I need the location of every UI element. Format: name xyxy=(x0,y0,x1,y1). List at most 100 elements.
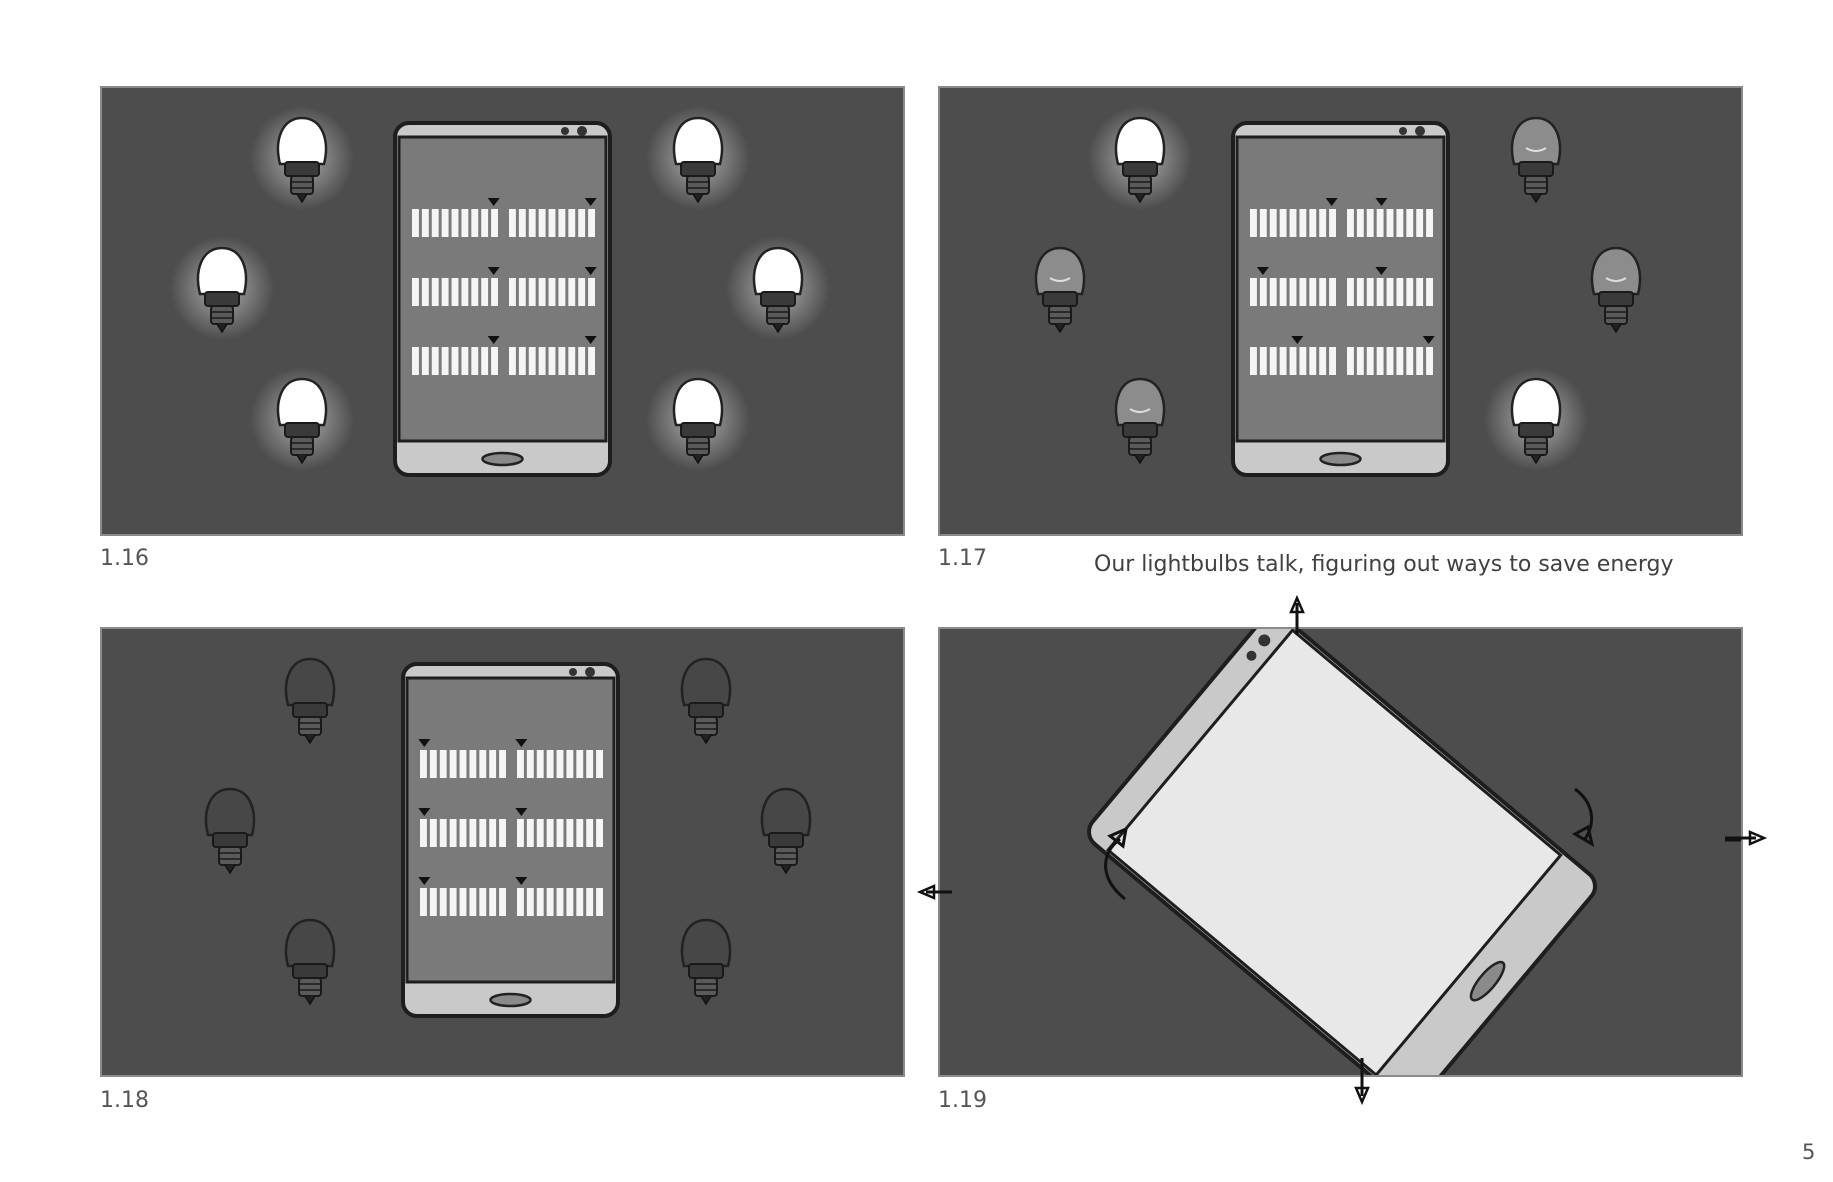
slider-segment xyxy=(1396,347,1404,375)
slider-segment xyxy=(469,888,477,916)
camera xyxy=(561,127,569,135)
slider-segment xyxy=(1376,347,1384,375)
slider-segment xyxy=(421,209,429,237)
light-slider xyxy=(412,267,500,306)
slider-segment xyxy=(1366,209,1374,237)
slider-segment xyxy=(441,209,449,237)
slider-segment xyxy=(459,819,467,847)
light-slider xyxy=(412,198,500,237)
slider-marker xyxy=(487,267,500,275)
slider-segment xyxy=(1396,278,1404,306)
slider-segment xyxy=(431,209,439,237)
slider-segment xyxy=(509,347,516,375)
storyboard-panel-1-19 xyxy=(938,627,1743,1077)
slider-segment xyxy=(518,347,526,375)
slider-segment xyxy=(420,819,427,847)
slider-segment xyxy=(1347,347,1354,375)
light-slider xyxy=(418,739,506,778)
slider-segment xyxy=(546,819,554,847)
panel-label-1-17: 1.17 xyxy=(938,546,987,571)
light-slider xyxy=(1347,267,1433,306)
home-button xyxy=(1469,960,1506,1002)
slider-segment xyxy=(1259,278,1267,306)
slider-marker xyxy=(584,267,597,275)
slider-segment xyxy=(576,888,584,916)
slider-segment xyxy=(1416,209,1424,237)
slider-segment xyxy=(1347,278,1354,306)
slider-marker xyxy=(418,808,431,816)
slider-segment xyxy=(588,209,595,237)
camera xyxy=(569,668,577,676)
slider-segment xyxy=(412,347,419,375)
light-slider xyxy=(509,267,597,306)
slider-segment xyxy=(548,278,556,306)
rotate-arrow-icon xyxy=(1104,826,1128,901)
slider-marker xyxy=(1291,336,1304,344)
slider-segment xyxy=(449,819,457,847)
slider-segment xyxy=(518,278,526,306)
light-slider xyxy=(515,877,603,916)
slider-segment xyxy=(441,347,449,375)
slider-marker xyxy=(584,336,597,344)
slider-segment xyxy=(461,209,469,237)
slider-segment xyxy=(1406,347,1414,375)
light-slider xyxy=(418,877,506,916)
slider-segment xyxy=(546,750,554,778)
slider-segment xyxy=(449,888,457,916)
slider-segment xyxy=(1416,347,1424,375)
slider-segment xyxy=(439,888,447,916)
lightbulb-icon xyxy=(1510,116,1562,204)
slider-segment xyxy=(489,750,497,778)
panel-drawing xyxy=(1087,629,1741,1075)
lightbulb-icon xyxy=(646,367,750,471)
slider-marker xyxy=(487,336,500,344)
light-slider xyxy=(412,336,500,375)
slider-segment xyxy=(1319,347,1327,375)
slider-segment xyxy=(1289,278,1297,306)
storyboard-panel-1-17 xyxy=(938,86,1743,536)
slider-segment xyxy=(596,819,603,847)
light-slider xyxy=(515,739,603,778)
slider-segment xyxy=(548,347,556,375)
slider-segment xyxy=(459,750,467,778)
slider-segment xyxy=(578,209,586,237)
slider-segment xyxy=(509,278,516,306)
lightbulb-icon xyxy=(250,106,354,210)
slider-segment xyxy=(491,209,498,237)
slider-segment xyxy=(596,750,603,778)
slider-segment xyxy=(526,888,534,916)
slider-segment xyxy=(1269,278,1277,306)
slider-segment xyxy=(469,750,477,778)
slider-segment xyxy=(1406,209,1414,237)
slider-segment xyxy=(481,209,489,237)
slider-segment xyxy=(588,278,595,306)
slider-segment xyxy=(1329,209,1336,237)
light-slider xyxy=(509,336,597,375)
slider-segment xyxy=(1250,278,1257,306)
camera xyxy=(1399,127,1407,135)
slider-segment xyxy=(538,209,546,237)
slider-segment xyxy=(1366,347,1374,375)
lightbulb-icon xyxy=(1484,367,1588,471)
home-button xyxy=(489,992,532,1008)
slider-segment xyxy=(566,750,574,778)
slider-segment xyxy=(1366,278,1374,306)
slider-segment xyxy=(538,278,546,306)
slider-segment xyxy=(526,819,534,847)
slider-marker xyxy=(1325,198,1338,206)
slider-segment xyxy=(517,750,524,778)
slider-segment xyxy=(441,278,449,306)
slider-segment xyxy=(471,347,479,375)
slider-segment xyxy=(1269,209,1277,237)
slider-segment xyxy=(1250,209,1257,237)
slider-segment xyxy=(1259,209,1267,237)
panel-caption: Our lightbulbs talk, figuring out ways t… xyxy=(1094,552,1674,577)
storyboard-panel-1-18 xyxy=(100,627,905,1077)
slider-segment xyxy=(1279,278,1287,306)
slider-segment xyxy=(431,278,439,306)
slider-segment xyxy=(548,209,556,237)
slider-segment xyxy=(556,750,564,778)
lightbulb-icon xyxy=(680,657,732,745)
slider-segment xyxy=(558,347,566,375)
smartphone-icon xyxy=(401,662,620,1018)
